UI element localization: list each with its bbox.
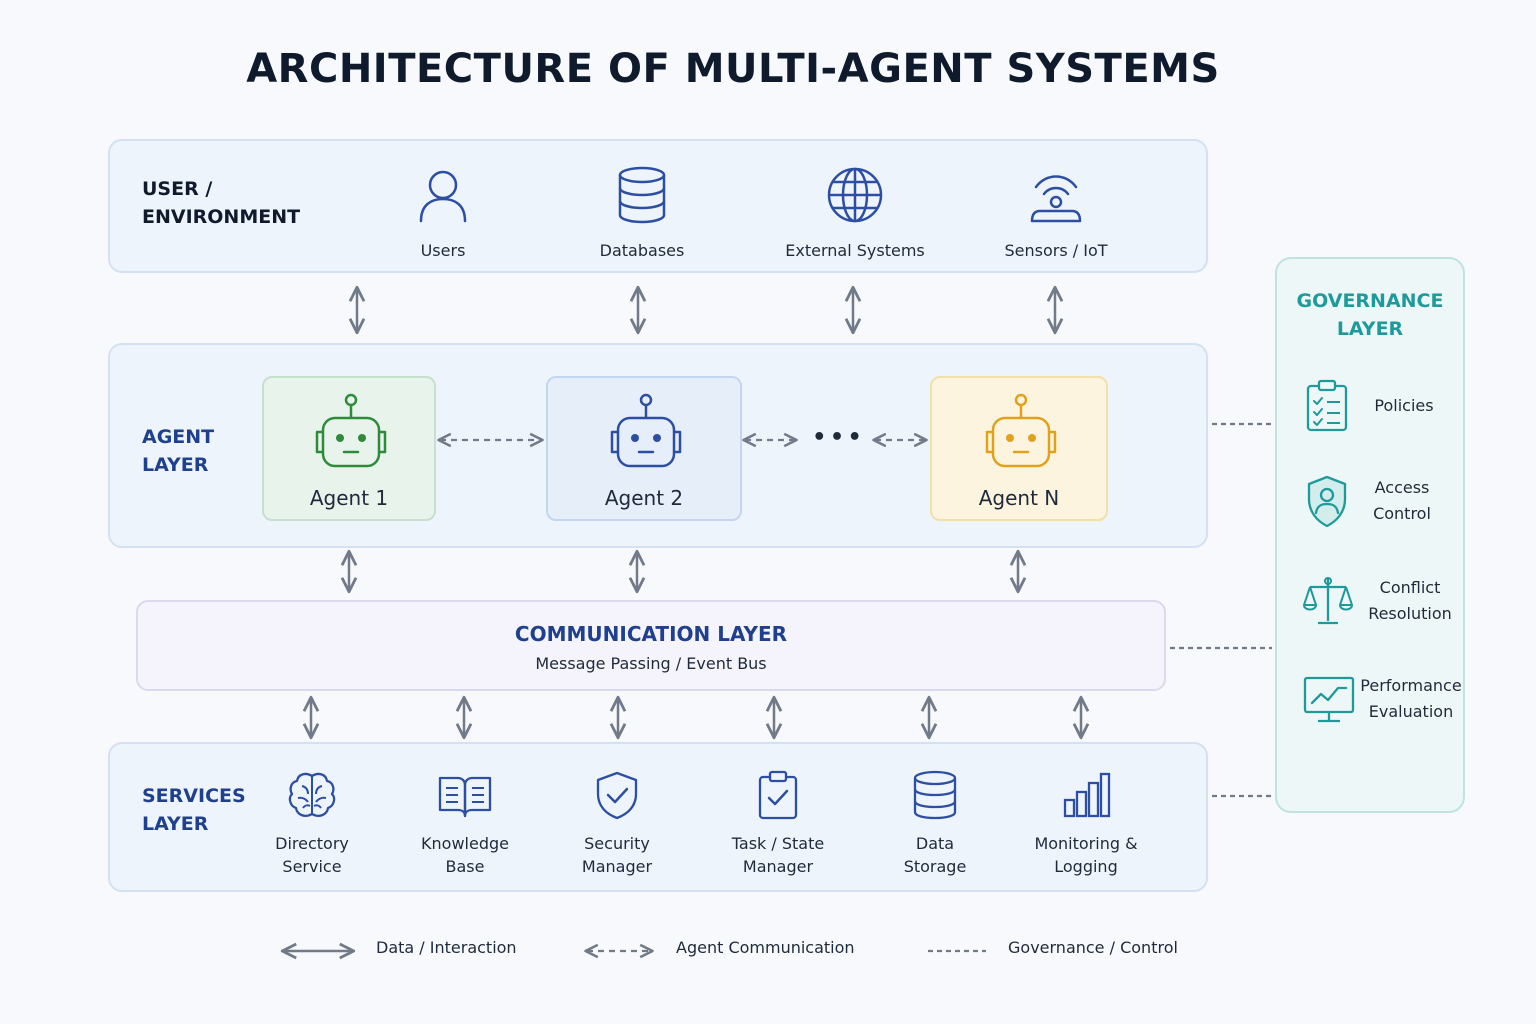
governance-item-access-control[interactable]: Access Control [1297, 473, 1467, 533]
service-label-line1: Knowledge [421, 834, 509, 853]
service-label-line1: Data [915, 834, 955, 853]
agent-card-1[interactable]: Agent 1 [262, 376, 436, 521]
service-label-line1: Security [584, 834, 650, 853]
services-layer-title-line1: SERVICES [142, 785, 246, 807]
agent-name: Agent N [978, 486, 1060, 510]
robot-icon [985, 393, 1057, 468]
user-layer-title-line2: ENVIRONMENT [142, 206, 301, 228]
services-layer: SERVICES LAYER Directory Service Knowled… [108, 742, 1208, 892]
clipboard-check-icon [758, 770, 798, 820]
user-item-databases[interactable]: Databases [562, 165, 722, 262]
governance-item-conflict-resolution[interactable]: Conflict Resolution [1297, 573, 1467, 633]
governance-item-policies[interactable]: Policies [1297, 375, 1467, 435]
service-label-line2: Base [445, 857, 485, 876]
user-item-label: Users [420, 241, 466, 260]
agent-comm-layer-arrows [340, 549, 1027, 594]
bar-chart-icon [1063, 772, 1111, 818]
brain-icon [288, 772, 336, 817]
database-icon [618, 166, 666, 224]
service-monitoring-logging[interactable]: Monitoring & Logging [1006, 770, 1166, 878]
governance-label-line2: Control [1373, 504, 1431, 523]
user-environment-layer: USER / ENVIRONMENT Users Databases Exter… [108, 139, 1208, 273]
legend-data-interaction: Data / Interaction [376, 938, 517, 957]
comm-services-arrows [302, 695, 1090, 740]
user-item-sensors-iot[interactable]: Sensors / IoT [976, 165, 1136, 262]
services-layer-title: SERVICES LAYER [142, 782, 246, 838]
shield-user-icon [1307, 475, 1347, 528]
robot-icon [610, 393, 682, 468]
globe-icon [827, 167, 883, 223]
service-label-line2: Storage [903, 857, 967, 876]
governance-layer-title: GOVERNANCE LAYER [1277, 287, 1463, 343]
service-directory[interactable]: Directory Service [232, 770, 392, 878]
governance-label-line1: Conflict [1379, 578, 1441, 597]
page-title: ARCHITECTURE OF MULTI-AGENT SYSTEMS [246, 46, 1220, 92]
governance-label-line1: Performance [1360, 676, 1462, 695]
service-security-manager[interactable]: Security Manager [537, 770, 697, 878]
sensor-icon [1030, 175, 1082, 223]
agent-layer-title: AGENT LAYER [142, 423, 214, 479]
agent-card-n[interactable]: Agent N [930, 376, 1108, 521]
database-icon [913, 770, 957, 820]
service-label-line1: Directory [275, 834, 349, 853]
governance-item-performance-evaluation[interactable]: Performance Evaluation [1297, 671, 1467, 731]
governance-label-line2: Resolution [1368, 604, 1452, 623]
service-label-line1: Task / State [731, 834, 825, 853]
governance-layer: GOVERNANCE LAYER Policies Access Control [1275, 257, 1465, 813]
shield-check-icon [596, 771, 638, 820]
scales-icon [1303, 577, 1353, 625]
agent-ellipsis: • • • [812, 425, 862, 450]
service-label-line2: Service [282, 857, 342, 876]
book-icon [438, 776, 492, 818]
agent-layer-title-line2: LAYER [142, 454, 209, 476]
governance-layer-title-line1: GOVERNANCE [1296, 290, 1444, 312]
governance-label-line1: Access [1374, 478, 1430, 497]
agent-card-2[interactable]: Agent 2 [546, 376, 742, 521]
user-item-label: Databases [599, 241, 685, 260]
agent-layer-title-line1: AGENT [142, 426, 215, 448]
service-data-storage[interactable]: Data Storage [855, 770, 1015, 878]
service-label-line2: Logging [1054, 857, 1118, 876]
user-icon [419, 170, 467, 223]
governance-label-line2: Evaluation [1368, 702, 1454, 721]
agent-name: Agent 1 [309, 486, 389, 510]
user-layer-title-line1: USER / [142, 178, 213, 200]
user-layer-title: USER / ENVIRONMENT [142, 175, 300, 231]
agent-layer: AGENT LAYER Agent 1 Agent 2 • • • [108, 343, 1208, 548]
governance-layer-title-line2: LAYER [1336, 318, 1404, 340]
robot-icon [315, 393, 387, 468]
legend-agent-communication: Agent Communication [676, 938, 855, 957]
service-label-line2: Manager [742, 857, 814, 876]
service-label-line1: Monitoring & [1034, 834, 1138, 853]
checklist-icon [1306, 379, 1348, 432]
service-knowledge-base[interactable]: Knowledge Base [385, 770, 545, 878]
service-label-line2: Manager [581, 857, 653, 876]
agent-name: Agent 2 [604, 486, 684, 510]
service-task-state-manager[interactable]: Task / State Manager [698, 770, 858, 878]
communication-layer-title: COMMUNICATION LAYER [514, 622, 788, 646]
user-item-label: External Systems [785, 241, 925, 260]
user-item-label: Sensors / IoT [1004, 241, 1108, 260]
governance-label-line1: Policies [1374, 396, 1434, 415]
communication-layer: COMMUNICATION LAYER Message Passing / Ev… [136, 600, 1166, 691]
user-item-users[interactable]: Users [363, 165, 523, 262]
communication-layer-subtitle: Message Passing / Event Bus [535, 654, 767, 673]
user-agent-arrows [348, 285, 1064, 335]
services-layer-title-line2: LAYER [142, 813, 209, 835]
legend-governance-control: Governance / Control [1008, 938, 1178, 957]
monitor-chart-icon [1303, 676, 1355, 723]
user-item-external-systems[interactable]: External Systems [775, 165, 935, 262]
